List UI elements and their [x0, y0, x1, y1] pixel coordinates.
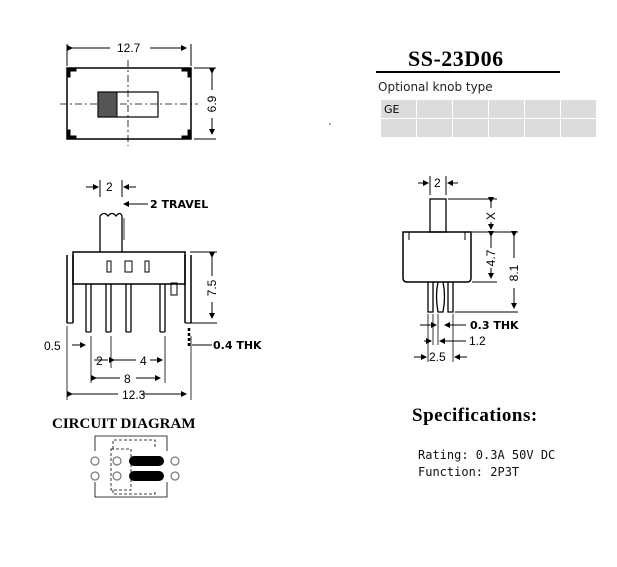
- knob-cell: [452, 118, 489, 138]
- pitch-b-label: 4: [140, 354, 147, 368]
- end-view: [402, 176, 518, 362]
- pin-span-label: 8: [124, 372, 131, 386]
- top-height-label: 6.9: [205, 95, 219, 112]
- title-underline: [376, 71, 560, 73]
- side-thickness-label: 0.4 THK: [213, 339, 262, 352]
- knob-cell: [524, 99, 561, 119]
- knob-cell: [380, 118, 417, 138]
- knob-table-row: GE: [380, 99, 597, 119]
- knob-cell: [560, 99, 597, 119]
- knob-cell: [488, 118, 525, 138]
- knob-table-row: [380, 118, 597, 138]
- knob-cell: [416, 99, 453, 119]
- overall-label: 12.3: [122, 388, 146, 402]
- knob-caption: Optional knob type: [378, 80, 493, 94]
- circuit-contact-upper: [129, 456, 164, 466]
- knob-cell: [560, 118, 597, 138]
- end-pin-gap-label: 2.5: [429, 350, 446, 364]
- knob-width-label: 2: [434, 176, 441, 190]
- pin-offset-label: 1.2: [469, 334, 486, 348]
- side-view: [66, 180, 217, 400]
- total-height-label: 8.1: [507, 264, 521, 281]
- knob-cell: [452, 99, 489, 119]
- top-view: [60, 44, 216, 146]
- knob-cell: [416, 118, 453, 138]
- knob-cell: [488, 99, 525, 119]
- knob-height-label: X: [484, 212, 498, 220]
- circuit-diagram: [94, 435, 168, 498]
- circuit-terminals: [90, 456, 180, 481]
- circuit-contact-lower: [129, 471, 164, 481]
- top-width-label: 12.7: [117, 41, 141, 55]
- knob-type-table: GE: [380, 99, 597, 138]
- side-pin-gap-label: 2: [106, 180, 113, 194]
- end-thickness-label: 0.3 THK: [470, 319, 519, 332]
- body-height-label: 4.7: [484, 249, 498, 266]
- knob-cell: GE: [380, 99, 417, 119]
- travel-label: 2 TRAVEL: [150, 198, 208, 211]
- part-number-title: SS-23D06: [408, 46, 504, 71]
- specs-heading: Specifications:: [412, 405, 538, 426]
- circuit-title: CIRCUIT DIAGRAM: [52, 416, 196, 432]
- knob-cell: [524, 118, 561, 138]
- spec-rating: Rating: 0.3A 50V DC: [418, 448, 556, 462]
- spec-function: Function: 2P3T: [418, 465, 520, 479]
- stray-dot: [329, 123, 331, 125]
- edge-label: 0.5: [44, 339, 61, 353]
- pitch-a-label: 2: [96, 354, 103, 368]
- side-height-label: 7.5: [205, 279, 219, 296]
